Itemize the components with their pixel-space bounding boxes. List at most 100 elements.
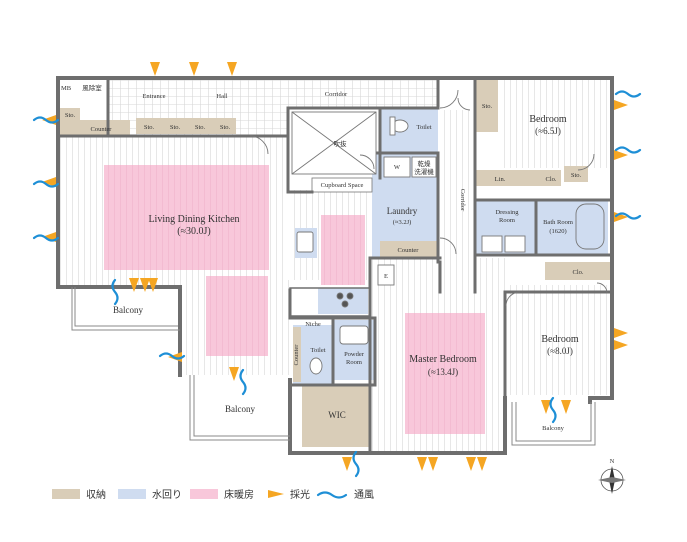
storage-clo2 <box>545 262 610 280</box>
storage-zones <box>60 80 610 447</box>
dressing-label: Dressing <box>495 209 519 216</box>
legend-water-label: 水回り <box>152 489 182 501</box>
legend-vent-icon <box>316 491 348 499</box>
light-arrow-6 <box>148 278 158 292</box>
light-arrow-21 <box>42 177 56 187</box>
door-arcs <box>249 89 608 307</box>
corridor-vert-floor <box>440 110 475 290</box>
e-label: E <box>384 273 388 280</box>
heating-ldk <box>104 165 269 270</box>
light-arrow-8 <box>342 457 352 471</box>
light-arrow-3 <box>227 62 237 76</box>
hall-label: Hall <box>216 93 227 100</box>
e-box <box>377 264 395 286</box>
sto-entry-label: Sto. <box>65 112 76 119</box>
corridor-vert-label: Corridor <box>459 189 466 212</box>
vent-wave-1 <box>32 116 60 124</box>
light-arrow-2 <box>189 62 199 76</box>
counter-toilet-label: Counter <box>293 344 300 366</box>
legend-light-label: 採光 <box>290 488 310 501</box>
clo1-label: Clo. <box>545 176 556 183</box>
balcony-mid-label: Balcony <box>225 404 255 414</box>
burner-2 <box>346 292 354 300</box>
heating-master <box>405 313 485 434</box>
vent-wave-2 <box>32 180 60 188</box>
burner-1 <box>336 292 344 300</box>
legend-water-swatch <box>118 489 146 499</box>
master-label: Master Bedroom <box>409 354 477 365</box>
vent-waves <box>32 90 642 478</box>
vent-wave-8 <box>111 278 119 306</box>
compass-north-label: N <box>610 458 615 465</box>
light-arrow-18 <box>614 150 628 160</box>
light-arrow-14 <box>561 400 571 414</box>
vent-wave-9 <box>239 368 247 396</box>
bath-label: Bath Room <box>543 219 573 226</box>
bedroom2-label: Bedroom <box>541 334 578 345</box>
corridor-wall <box>438 76 614 294</box>
legend-heating-label: 床暖房 <box>224 488 254 501</box>
powder-label: Powder <box>344 351 365 358</box>
corridor-top-label: Corridor <box>325 91 348 98</box>
toilet2-label: Toilet <box>310 347 325 354</box>
bedroom1-label: Bedroom <box>529 114 566 125</box>
powder-label-2: Room <box>346 359 362 366</box>
light-arrow-1 <box>150 62 160 76</box>
legend-storage-swatch <box>52 489 80 499</box>
light-arrow-10 <box>428 457 438 471</box>
vent-wave-4 <box>614 90 642 98</box>
fuujo-label: 風除室 <box>82 83 102 92</box>
w-label: W <box>394 164 401 171</box>
fixtures <box>249 89 608 375</box>
vent-wave-6 <box>614 212 642 220</box>
legend-heating-swatch <box>190 489 218 499</box>
sto-hall-4: Sto. <box>220 124 231 131</box>
light-arrow-13 <box>541 400 551 414</box>
heating-kitchen <box>321 215 365 285</box>
storage-counter-laundry <box>380 241 438 257</box>
kansou-label-1: 乾燥 <box>418 159 432 168</box>
storage-sto-hall <box>136 118 236 134</box>
sink-2 <box>504 235 526 253</box>
light-arrow-17 <box>614 100 628 110</box>
dryer <box>411 156 437 178</box>
light-arrow-11 <box>466 457 476 471</box>
ldk-label: Living Dining Kitchen <box>148 214 239 225</box>
dressing-label-2: Room <box>499 217 515 224</box>
bathtub <box>575 203 605 250</box>
ldk-size: (≈30.0J) <box>177 226 211 237</box>
washer <box>383 156 411 178</box>
bedroom2-floor <box>505 285 610 395</box>
storage-clo1 <box>541 170 561 186</box>
light-arrow-16 <box>614 340 628 350</box>
legend: 収納 水回り 床暖房 採光 通風 <box>52 488 374 501</box>
balcony-right-label: Balcony <box>542 425 564 432</box>
toilet-tank-top <box>389 116 396 136</box>
kitchen-sink <box>296 231 314 253</box>
vent-wave-10 <box>352 450 360 478</box>
balcony-right-outline <box>511 402 596 446</box>
master-size: (≈13.4J) <box>428 367 458 377</box>
light-arrow-5 <box>140 278 150 292</box>
niche-label: Niche <box>305 321 321 328</box>
light-arrow-15 <box>614 328 628 338</box>
laundry-label: Laundry <box>387 206 418 216</box>
labels: Living Dining Kitchen (≈30.0J) Bedroom (… <box>61 83 584 432</box>
compass-needle-ew <box>598 477 626 483</box>
walls <box>56 76 614 455</box>
storage-sto-bed1b <box>564 166 588 182</box>
storage-counter-entry <box>60 120 130 135</box>
storage-counter-toilet <box>293 327 301 382</box>
entrance-label: Entrance <box>142 93 165 100</box>
water-stove <box>318 288 368 314</box>
storage-sto-entry <box>60 108 80 120</box>
mb-label: MB <box>61 85 72 92</box>
bedroom2-size: (≈8.0J) <box>547 346 573 356</box>
vent-wave-7 <box>158 352 186 360</box>
sto-bed1-label: Sto. <box>482 103 493 110</box>
bath-size: (1620) <box>549 228 566 235</box>
balcony-left-label: Balcony <box>113 305 143 315</box>
sto-hall-1: Sto. <box>144 124 155 131</box>
legend-light-icon <box>268 490 284 498</box>
